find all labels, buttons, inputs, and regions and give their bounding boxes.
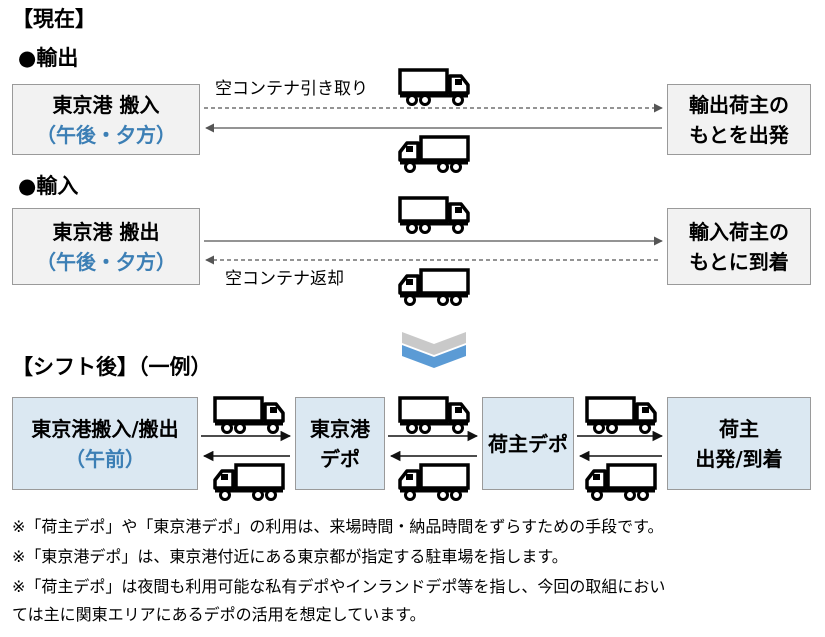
import-heading: ●輸入	[18, 174, 79, 198]
truck-icon	[398, 396, 470, 435]
after-tokyo-port-title: 東京港搬入/搬出	[31, 416, 179, 441]
truck-icon	[400, 270, 468, 305]
truck-icon	[400, 137, 468, 172]
chevron-down-icon	[402, 345, 466, 368]
note-2: ※「東京港デポ」は、東京港付近にある東京都が指定する駐車場を指します。	[12, 547, 568, 566]
export-shipper-line1: 輸出荷主の	[689, 92, 789, 117]
after-tokyo-depot-box: 東京港 デポ	[295, 397, 385, 490]
section-after-heading: 【シフト後】（一例）	[12, 355, 212, 379]
after-tokyo-port-box: 東京港搬入/搬出 （午前）	[12, 397, 198, 490]
export-shipper-line2: もとを出発	[689, 122, 789, 147]
after-tokyo-port-time: （午前）	[65, 446, 145, 471]
import-shipper-line2: もとに到着	[689, 249, 789, 274]
truck-icon	[215, 465, 283, 500]
after-shipper-line2: 出発/到着	[695, 446, 783, 471]
export-tokyo-port-box: 東京港 搬入 （午後・夕方）	[12, 84, 200, 155]
after-tokyo-depot-line2: デポ	[320, 446, 360, 471]
truck-icon	[400, 465, 468, 500]
truck-icon	[213, 396, 285, 435]
after-shipper-depot-box: 荷主デポ	[482, 397, 574, 490]
after-shipper-line1: 荷主	[719, 416, 759, 441]
note-3: ※「荷主デポ」は夜間も利用可能な私有デポやインランドデポ等を指し、今回の取組にお…	[12, 577, 666, 596]
export-shipper-box: 輸出荷主の もとを出発	[667, 84, 811, 155]
export-tokyo-port-title: 東京港 搬入	[52, 92, 160, 117]
after-shipper-box: 荷主 出発/到着	[667, 397, 811, 490]
truck-icon	[398, 68, 470, 107]
note-1: ※「荷主デポ」や「東京港デポ」の利用は、来場時間・納品時間をずらすための手段です…	[12, 517, 664, 536]
note-4: ては主に関東エリアにあるデポの活用を想定しています。	[12, 605, 426, 624]
section-current-heading: 【現在】	[12, 7, 96, 31]
import-arrow-label: 空コンテナ返却	[225, 269, 344, 289]
truck-icon	[585, 396, 657, 435]
import-tokyo-port-time: （午後・夕方）	[36, 249, 176, 274]
truck-icon	[398, 196, 470, 235]
export-arrow-label: 空コンテナ引き取り	[215, 79, 368, 99]
after-shipper-depot-label: 荷主デポ	[488, 431, 568, 456]
export-tokyo-port-time: （午後・夕方）	[36, 122, 176, 147]
after-tokyo-depot-line1: 東京港	[310, 416, 370, 441]
import-tokyo-port-title: 東京港 搬出	[52, 219, 160, 244]
truck-icon	[587, 465, 655, 500]
import-tokyo-port-box: 東京港 搬出 （午後・夕方）	[12, 208, 200, 285]
import-shipper-line1: 輸入荷主の	[689, 219, 789, 244]
chevron-down-icon	[402, 332, 466, 355]
export-heading: ●輸出	[18, 46, 79, 70]
import-shipper-box: 輸入荷主の もとに到着	[667, 208, 811, 285]
